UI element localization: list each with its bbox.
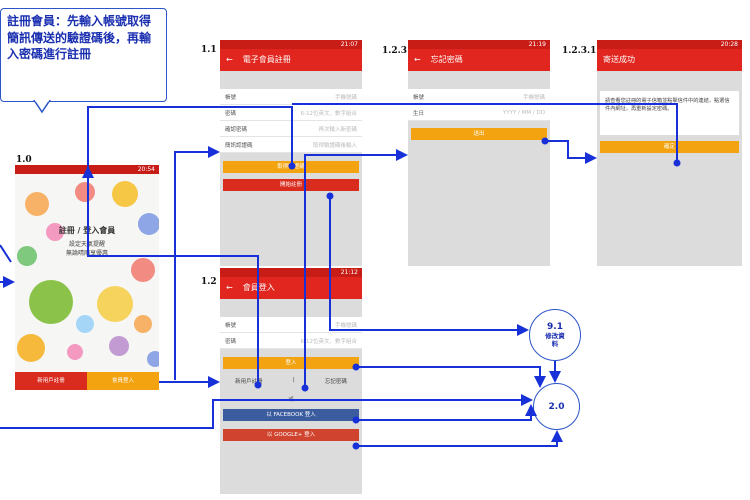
header-bar: ← 忘記密碼	[408, 49, 550, 71]
google-login-button[interactable]: 以 GOOGLE+ 登入	[223, 429, 359, 441]
forgot-password-link[interactable]: 忘記密碼	[324, 379, 347, 385]
status-bar: 21:07	[220, 40, 362, 49]
account-field[interactable]: 帳號手機號碼	[220, 317, 362, 333]
send-button[interactable]: 送出	[411, 128, 547, 140]
node-9-1-number: 9.1	[547, 322, 563, 332]
new-user-register-link[interactable]: 新用戶註冊	[235, 379, 263, 385]
tab-login[interactable]: 會員登入	[87, 372, 159, 390]
bottom-tab-bar: 新用戶註冊 會員登入	[15, 372, 159, 390]
success-message: 請查看您註冊的電子信箱並點擊信件中的連結，點選信件內網址，再重新設定密碼。	[600, 91, 739, 135]
slogan-line-2: 無論晴雨享優惠	[65, 250, 108, 257]
login-button[interactable]: 登入	[223, 357, 359, 369]
node-9-1-modify-data: 9.1 修改資料	[529, 309, 581, 361]
facebook-login-button[interactable]: 以 FACEBOOK 登入	[223, 409, 359, 421]
bubble-illustration	[17, 181, 159, 367]
label-screen-1-2: 1.2	[201, 277, 217, 287]
arrow-login-to-2-0	[356, 366, 546, 388]
sms-code-field[interactable]: 簡訊認證碼取得驗證碼後輸入	[220, 137, 362, 153]
header-bar: ← 電子會員註冊	[220, 49, 362, 71]
arrow-1-0-to-1-1	[174, 146, 220, 380]
label-screen-1-2-3-1: 1.2.3.1	[562, 46, 597, 56]
get-code-button[interactable]: 取得驗證碼	[223, 161, 359, 173]
callout-pointer	[33, 100, 51, 114]
status-bar: 21:19	[408, 40, 550, 49]
tab-register[interactable]: 新用戶註冊	[15, 372, 87, 390]
account-field[interactable]: 帳號手機號碼	[408, 89, 550, 105]
arrow-1-2-3-to-1-2-3-1	[545, 140, 597, 164]
header-title: 電子會員註冊	[242, 55, 291, 64]
back-arrow-icon[interactable]: ←	[226, 283, 233, 292]
header-title: 會員登入	[242, 283, 275, 292]
header-bar: 寄送成功	[597, 49, 742, 71]
status-bar: 21:12	[220, 268, 362, 277]
back-arrow-icon[interactable]: ←	[414, 55, 421, 64]
screen-title: 註冊 / 登入會員	[58, 226, 116, 235]
node-9-1-text: 修改資料	[545, 332, 565, 348]
link-divider: |	[292, 377, 295, 383]
callout-note: 註冊會員：先輸入帳號取得簡訊傳送的驗證碼後，再輸入密碼進行註冊	[0, 8, 167, 102]
node-2-0-label: 2.0	[548, 401, 565, 412]
back-arrow-icon[interactable]: ←	[226, 55, 233, 64]
header-title: 忘記密碼	[430, 55, 463, 64]
slogan-line-1: 設定天氣提醒	[68, 241, 105, 248]
label-screen-1-2-3: 1.2.3	[382, 46, 408, 56]
label-screen-1-0: 1.0	[16, 155, 32, 165]
confirm-password-field[interactable]: 確認密碼再次輸入新密碼	[220, 121, 362, 137]
account-field[interactable]: 帳號手機號碼	[220, 89, 362, 105]
or-divider: 或	[288, 397, 294, 403]
callout-text: 註冊會員：先輸入帳號取得簡訊傳送的驗證碼後，再輸入密碼進行註冊	[7, 14, 152, 61]
status-bar: 20:28	[597, 40, 742, 49]
header-bar: ← 會員登入	[220, 277, 362, 299]
status-bar: 20:54	[15, 165, 159, 174]
confirm-button[interactable]: 確定	[600, 141, 739, 153]
arrow-google-to-2-0	[356, 430, 563, 447]
label-screen-1-1: 1.1	[201, 45, 217, 55]
header-title: 寄送成功	[603, 55, 635, 64]
screen-1-0: 20:54 註冊 / 登入會員 設定天氣提醒 無論晴雨享優惠 新用戶註冊 會員登…	[15, 165, 159, 390]
arrow-facebook-to-2-0	[356, 404, 537, 421]
register-button[interactable]: 開始註冊	[223, 179, 359, 191]
node-2-0: 2.0	[533, 383, 580, 430]
screen-1-2-3-1: 20:28 寄送成功 請查看您註冊的電子信箱並點擊信件中的連結，點選信件內網址，…	[597, 40, 742, 266]
arrow-entry-diagonal	[0, 244, 12, 263]
